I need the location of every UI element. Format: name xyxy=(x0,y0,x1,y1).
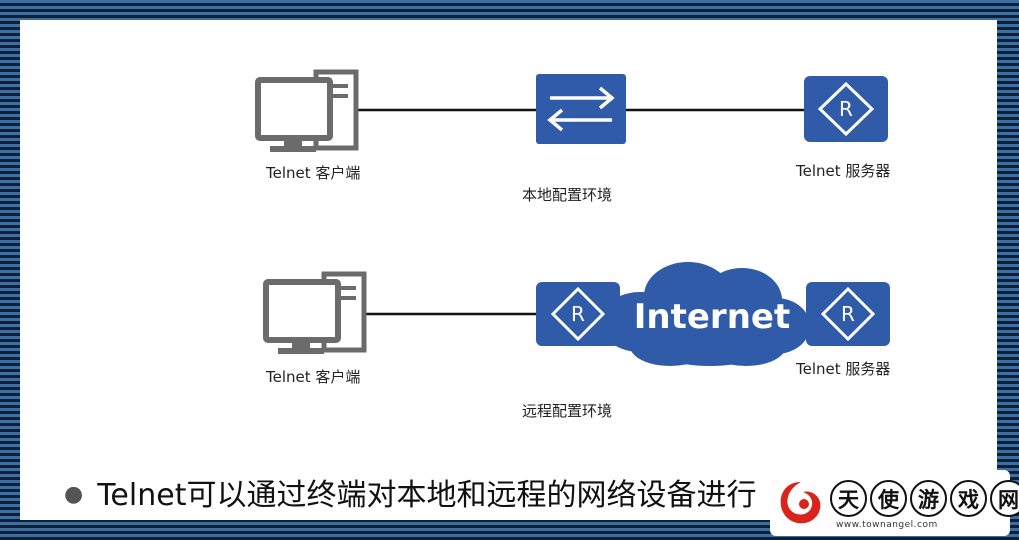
remote-server-label: Telnet 服务器 xyxy=(796,360,891,378)
bullet-dot-icon: ● xyxy=(64,482,84,507)
remote-client-label: Telnet 客户端 xyxy=(266,368,361,386)
router-icon: R xyxy=(806,282,890,346)
remote-caption: 远程配置环境 xyxy=(522,402,613,420)
slide-panel: R Internet R xyxy=(20,20,997,520)
watermark-char: 游 xyxy=(910,480,947,517)
bullet-point: ● Telnet可以通过终端对本地和远程的网络设备进行 xyxy=(64,470,756,514)
watermark-char: 天 xyxy=(830,480,867,517)
internet-label: Internet xyxy=(634,297,790,337)
router-letter: R xyxy=(841,302,855,326)
local-client-label: Telnet 客户端 xyxy=(266,164,361,182)
local-server-label: Telnet 服务器 xyxy=(796,162,891,180)
watermark-char: 戏 xyxy=(950,480,987,517)
watermark-char: 网 xyxy=(990,480,1019,517)
watermark-logo: 天 使 游 戏 网 www.townangel.com xyxy=(770,470,1019,536)
watermark-url: www.townangel.com xyxy=(836,520,938,530)
internet-cloud-icon: Internet xyxy=(600,262,810,366)
network-diagram: R Internet R xyxy=(255,69,890,366)
router-letter: R xyxy=(571,302,585,326)
switch-icon xyxy=(536,74,626,144)
computer-icon xyxy=(255,69,359,152)
router-letter: R xyxy=(839,97,853,121)
watermark-chars: 天 使 游 戏 网 xyxy=(830,480,1019,517)
local-caption: 本地配置环境 xyxy=(522,186,613,204)
bullet-text: Telnet可以通过终端对本地和远程的网络设备进行 xyxy=(97,478,757,513)
swirl-logo-icon xyxy=(780,482,821,524)
router-icon: R xyxy=(536,282,620,346)
watermark-char: 使 xyxy=(870,480,907,517)
computer-icon xyxy=(263,271,367,354)
router-icon: R xyxy=(804,76,888,142)
